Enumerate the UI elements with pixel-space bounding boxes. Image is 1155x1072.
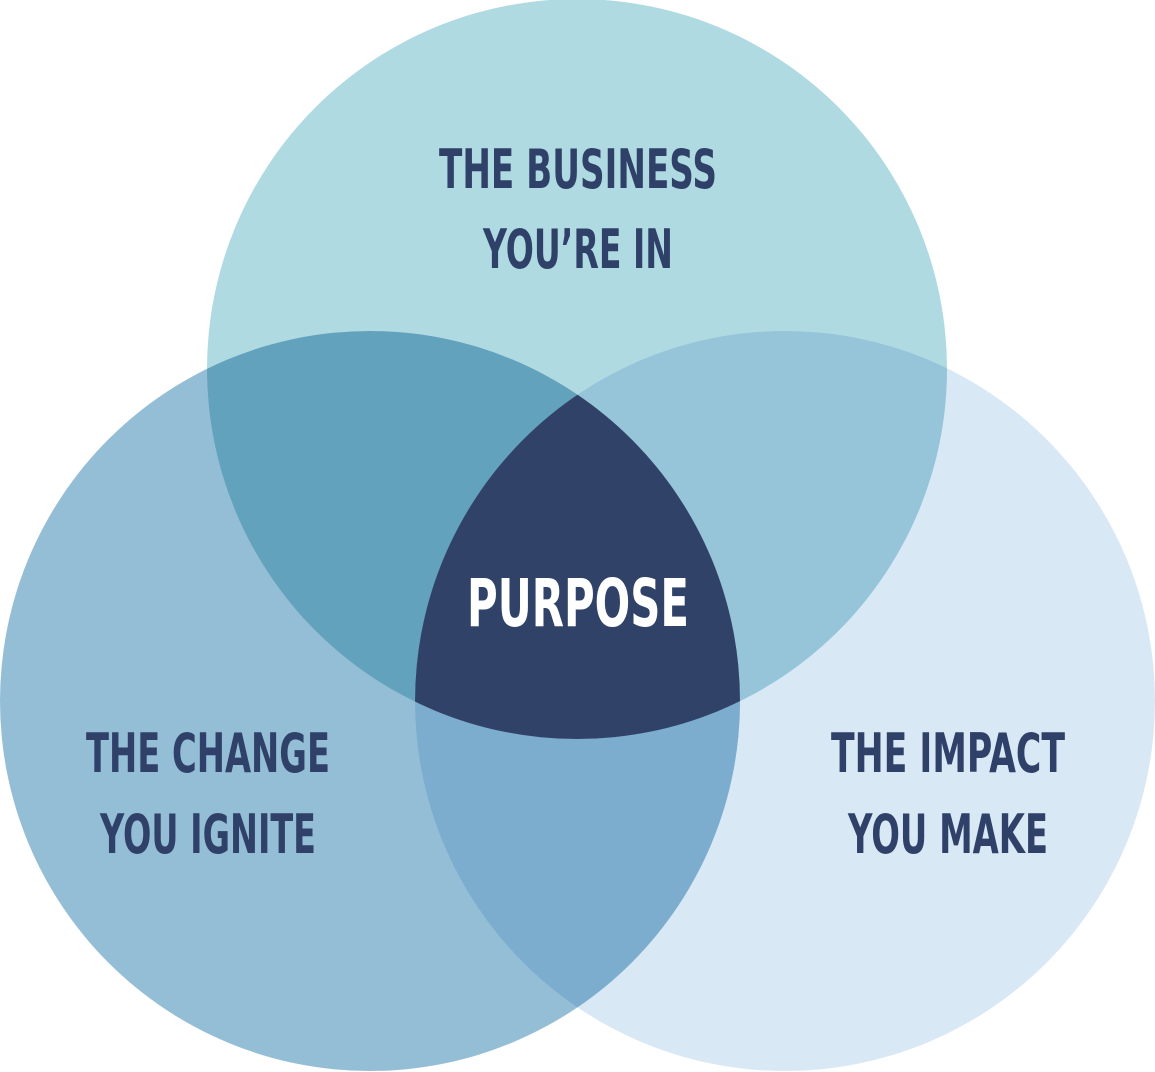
label-purpose: PURPOSE [467,565,689,642]
overlap-all-three [415,331,740,739]
label-impact-line-1: THE IMPACT [831,722,1065,785]
label-change-line-1: THE CHANGE [86,722,330,785]
label-business-line-1: THE BUSINESS [439,138,717,201]
label-change-line-2: YOU IGNITE [99,803,316,866]
label-business-line-2: YOU’RE IN [482,218,673,281]
label-impact-line-2: YOU MAKE [847,803,1048,866]
